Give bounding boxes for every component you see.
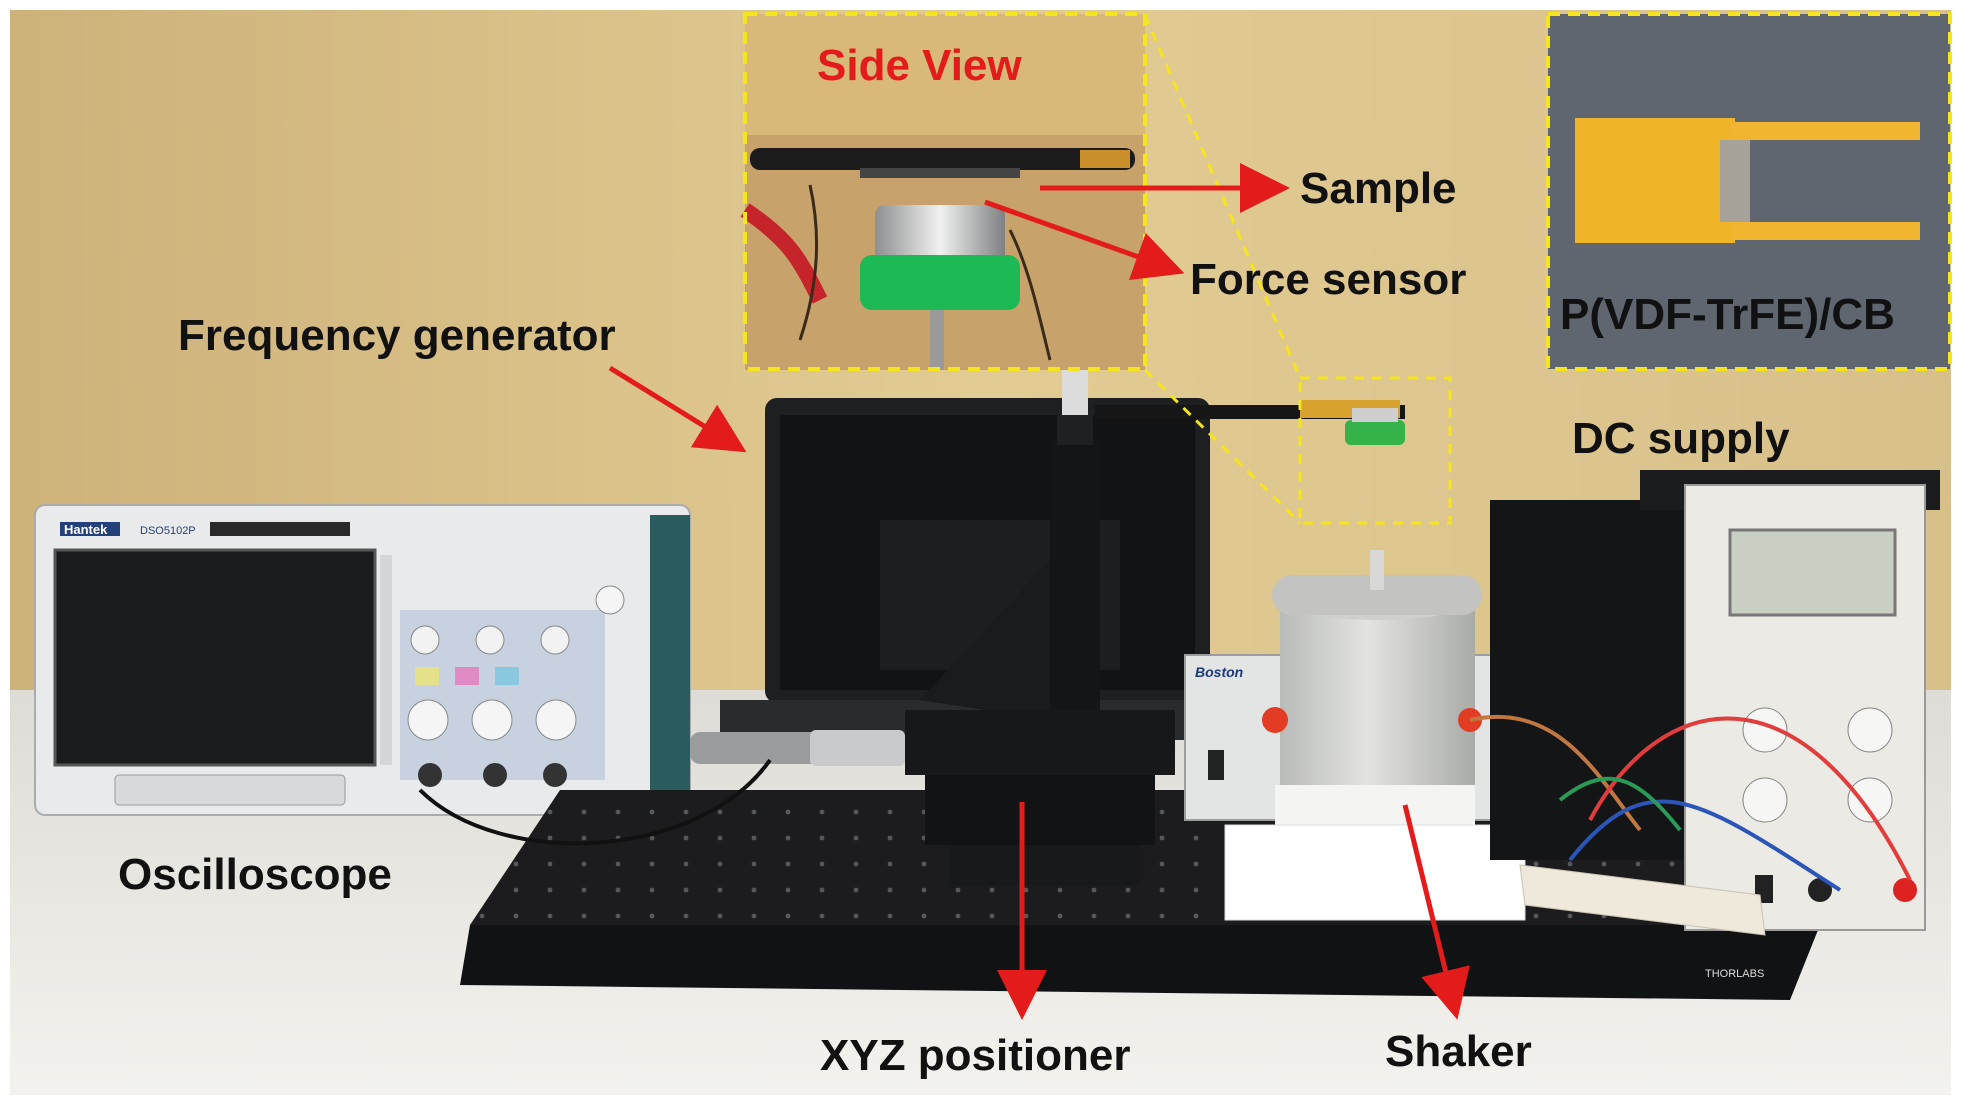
xyz-positioner-label: XYZ positioner — [820, 1031, 1131, 1080]
dc-supply-label: DC supply — [1572, 414, 1790, 463]
sensor-highlight-box — [1298, 376, 1452, 525]
scope-brand-text: Hantek — [64, 522, 108, 537]
film-sample-inset — [1546, 12, 1952, 371]
shaker-device — [1224, 408, 1526, 921]
arrow-shaker — [1402, 804, 1470, 1020]
table-brand-text: THORLABS — [1705, 968, 1764, 980]
zoom-guide-line-2 — [1143, 368, 1302, 525]
annotation-arrows — [608, 163, 1470, 1020]
solderless-breadboard — [1519, 864, 1766, 936]
film-label: P(VDF-TrFE)/CB — [1560, 290, 1895, 339]
arrow-frequency-generator — [608, 365, 747, 453]
frequency-generator-label: Frequency generator — [178, 311, 616, 360]
side-view-title: Side View — [817, 41, 1022, 90]
sample-label: Sample — [1300, 164, 1457, 213]
arrow-force-sensor — [984, 199, 1185, 281]
scope-model-text: DSO5102P — [140, 525, 196, 537]
shaker-label: Shaker — [1385, 1027, 1532, 1076]
oscilloscope-device — [34, 504, 691, 816]
shaker-brand-text: Boston — [1195, 664, 1243, 680]
power-supply-display — [1728, 528, 1897, 617]
oscilloscope-screen — [53, 548, 377, 767]
oscilloscope-label: Oscilloscope — [118, 850, 392, 899]
wires — [418, 714, 1912, 892]
zoom-guide-line-1 — [1143, 14, 1302, 379]
force-sensor-label: Force sensor — [1190, 255, 1467, 304]
side-view-inset — [740, 12, 1147, 371]
dc-power-supply — [1490, 470, 1940, 931]
xyz-positioner-stage — [690, 370, 1405, 885]
